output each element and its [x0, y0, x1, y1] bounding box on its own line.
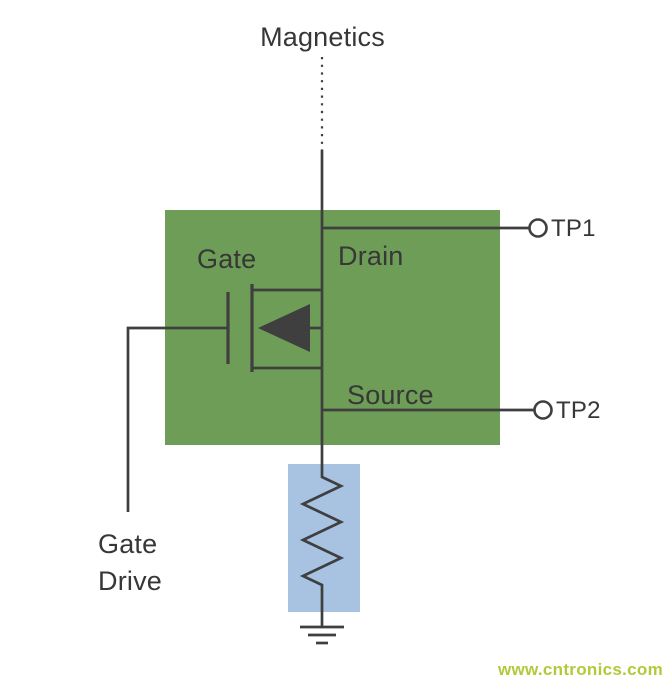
- resistor-block: [288, 464, 360, 612]
- gate-wire: [126, 326, 228, 512]
- gate-drive-label: Gate Drive: [98, 526, 162, 600]
- tp2-terminal-circle: [533, 400, 553, 420]
- gate-label: Gate: [197, 244, 257, 274]
- tp2-label: TP2: [556, 397, 601, 424]
- magnetics-label: Magnetics: [260, 22, 385, 52]
- source-label: Source: [347, 380, 434, 410]
- mosfet-symbol: [126, 284, 322, 512]
- ground-icon: [300, 625, 344, 645]
- tp1-label: TP1: [551, 215, 596, 242]
- resistor-icon: [299, 368, 345, 627]
- body-diode-arrow-icon: [258, 304, 310, 352]
- watermark: www.cntronics.com: [497, 660, 663, 679]
- tp1-terminal-circle: [528, 218, 548, 238]
- drain-label: Drain: [338, 241, 404, 271]
- gate-drive-label-line1: Gate: [98, 529, 158, 559]
- gate-drive-label-line2: Drive: [98, 566, 163, 596]
